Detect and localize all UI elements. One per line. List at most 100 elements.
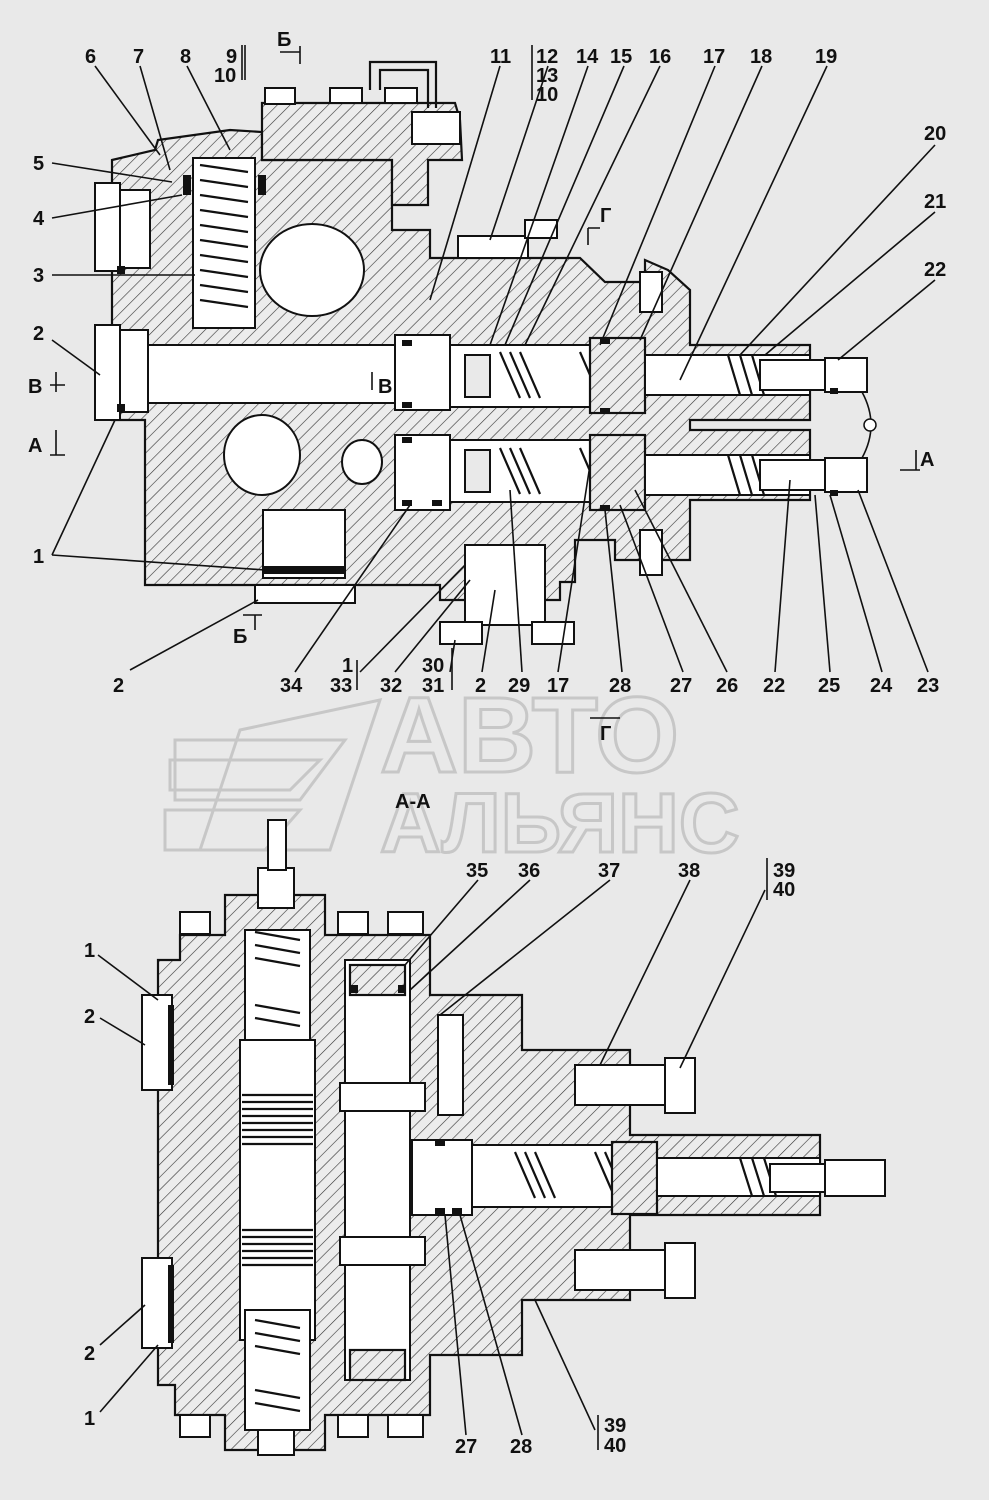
- callout-18: 18: [750, 46, 772, 68]
- callout-9: 9: [226, 46, 237, 68]
- marker-V-left: В: [28, 376, 42, 398]
- top-section-view: [94, 60, 877, 645]
- watermark-line2: АЛЬЯНС: [380, 776, 740, 870]
- upper-spring-aa: [254, 930, 301, 1028]
- upper-channel: [147, 344, 409, 404]
- cap-23-upper: [824, 357, 868, 393]
- spool-piston-aa: [411, 1139, 473, 1216]
- marker-A-right: А: [920, 449, 934, 471]
- marker-G-top: Г: [600, 205, 611, 227]
- pilot-plug-lower: [759, 459, 826, 491]
- o-ring-seals: [117, 266, 838, 511]
- callout-26: 26: [716, 675, 738, 697]
- check-valve-32: [464, 544, 546, 626]
- callout-2-mid: 2: [475, 675, 486, 697]
- left-plug-upper: [94, 182, 121, 272]
- watermark-line1: АВТО: [380, 674, 679, 795]
- top-callouts: 6 7 8 9 10 11 12 13 10 14 15 16 17 18 19…: [33, 46, 946, 697]
- fitting-nut: [411, 111, 461, 145]
- cover-bolt-right: [384, 87, 418, 104]
- callout-21: 21: [924, 191, 946, 213]
- callout-14: 14: [576, 46, 599, 68]
- callout-40-bottom: 40: [604, 1435, 626, 1457]
- left-plug-2: [94, 324, 121, 421]
- callout-28-aa: 28: [510, 1436, 532, 1458]
- callout-35: 35: [466, 860, 488, 882]
- callout-1-aa-upper: 1: [84, 940, 95, 962]
- callout-5: 5: [33, 153, 44, 175]
- marker-B-bottom: Б: [233, 626, 247, 648]
- callout-15: 15: [610, 46, 632, 68]
- bolt-9: [264, 87, 296, 105]
- section-markers: [50, 45, 920, 719]
- top-plug: [457, 235, 529, 259]
- callout-17-bottom: 17: [547, 675, 569, 697]
- callout-10a: 10: [214, 65, 236, 87]
- callout-17: 17: [703, 46, 725, 68]
- vertical-shaft: [344, 959, 411, 1381]
- callout-37: 37: [598, 860, 620, 882]
- callout-36: 36: [518, 860, 540, 882]
- cap-aa: [824, 1159, 886, 1197]
- bleed-screw-lower: [639, 529, 663, 576]
- callout-1-aa-lower: 1: [84, 1408, 95, 1430]
- cover-bolt-left: [329, 87, 363, 104]
- callout-39-top: 39: [773, 860, 795, 882]
- callout-3: 3: [33, 265, 44, 287]
- bolt-38-lower: [574, 1249, 666, 1291]
- section-aa-title: А-А: [395, 791, 431, 813]
- callout-24: 24: [870, 675, 893, 697]
- o-ring-seals-aa: [168, 985, 462, 1343]
- spool-grooves: [242, 1093, 313, 1267]
- spool-spring-aa: [513, 1151, 627, 1199]
- main-spool-column: [239, 1039, 316, 1341]
- seat-lower: [588, 433, 647, 512]
- callout-4: 4: [33, 208, 45, 230]
- callout-32: 32: [380, 675, 402, 697]
- callout-7: 7: [133, 46, 144, 68]
- callout-12: 12: [536, 46, 558, 68]
- relief-spring: [199, 163, 249, 309]
- marker-B-top: Б: [277, 29, 291, 51]
- bolt-38-upper: [574, 1064, 666, 1106]
- aa-callouts: 35 36 37 38 39 40 1 2 2 1 27 28 39 40: [84, 860, 795, 1458]
- left-plug-aa-upper: [141, 994, 173, 1091]
- callout-13: 13: [536, 65, 558, 87]
- pilot-plug-upper: [759, 359, 826, 391]
- callout-1-left: 1: [33, 546, 44, 568]
- main-port-upper: [259, 223, 365, 317]
- bottom-section-view: [141, 819, 886, 1456]
- spool-aa: [471, 1144, 613, 1208]
- channel-37: [437, 1014, 464, 1116]
- upper-spring-chamber: [244, 929, 311, 1041]
- marker-A-left: А: [28, 435, 42, 457]
- callout-38: 38: [678, 860, 700, 882]
- callout-22-bottom: 22: [763, 675, 785, 697]
- callout-8: 8: [180, 46, 191, 68]
- callout-2-left: 2: [33, 323, 44, 345]
- bolt-30: [439, 621, 483, 645]
- top-leader-lines: [51, 45, 936, 690]
- callout-11: 11: [490, 46, 511, 68]
- callout-27: 27: [670, 675, 692, 697]
- callout-19: 19: [815, 46, 837, 68]
- spool-piston-upper: [394, 334, 451, 411]
- bolt-bottom: [531, 621, 575, 645]
- seat-upper: [588, 336, 647, 415]
- callout-34: 34: [280, 675, 303, 697]
- top-cap: [257, 867, 295, 909]
- left-plug-aa-lower: [141, 1257, 173, 1349]
- aa-leader-lines: [97, 858, 768, 1450]
- callout-31: 31: [422, 675, 444, 697]
- callout-39-bottom: 39: [604, 1415, 626, 1437]
- top-stem: [267, 819, 287, 871]
- plug-35: [348, 963, 407, 997]
- callout-23: 23: [917, 675, 939, 697]
- callout-20: 20: [924, 123, 946, 145]
- spool-piston-lower: [394, 434, 451, 511]
- watermark-logo: [163, 697, 383, 852]
- callout-2-aa-lower: 2: [84, 1343, 95, 1365]
- marker-G-bottom: Г: [600, 723, 611, 745]
- callout-6: 6: [85, 46, 96, 68]
